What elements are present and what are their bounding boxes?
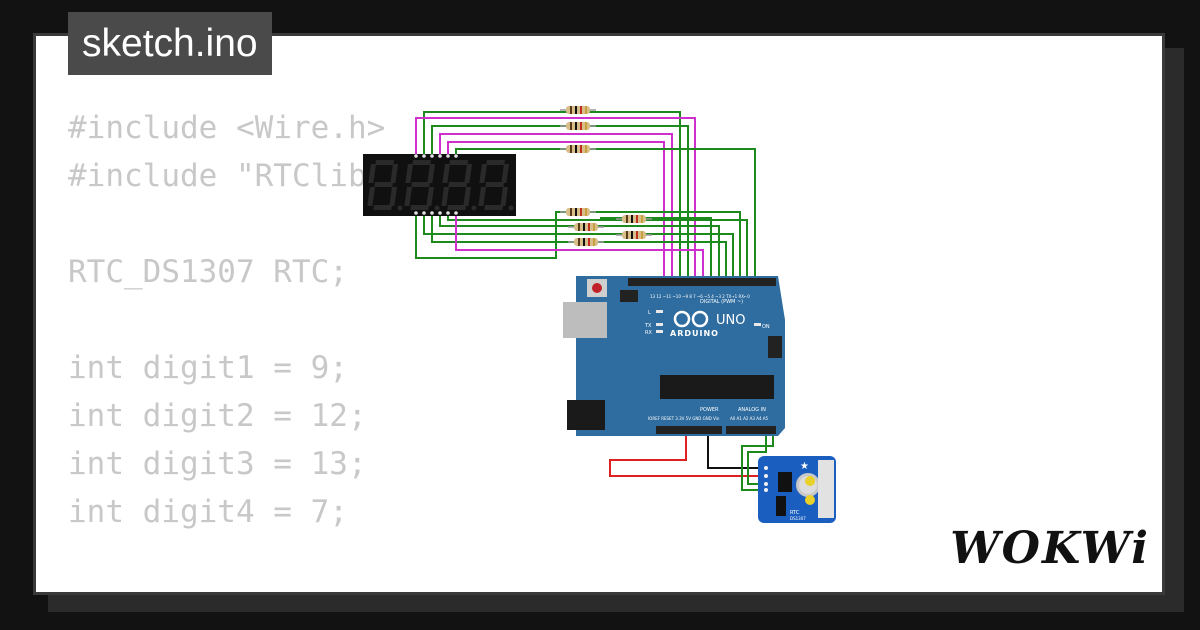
power-label: POWER: [700, 407, 719, 413]
arduino-logo: [673, 310, 709, 328]
resistor: [560, 145, 596, 153]
pin: [438, 211, 442, 215]
pin: [430, 154, 434, 158]
led-l-label: L: [648, 310, 651, 316]
digital-header: [628, 278, 776, 286]
wire-green-1: [423, 111, 681, 280]
code-line: #include <Wire.h>: [68, 110, 386, 146]
digital-label: DIGITAL (PWM ~): [700, 299, 743, 305]
rtc-ds1307-module: ★ RTC DS1307: [758, 456, 836, 523]
resistor: [560, 122, 596, 130]
on-label: ON: [762, 324, 770, 330]
led-rx-label: RX: [645, 330, 652, 336]
atmega-chip: [660, 375, 774, 399]
seven-segment-display: [363, 154, 516, 216]
led-tx-label: TX: [644, 323, 652, 329]
dc-jack: [567, 400, 605, 430]
code-line: int digit3 = 13;: [68, 446, 367, 482]
analog-header: [726, 426, 776, 434]
wire-red-5v: [609, 432, 768, 477]
pin: [414, 154, 418, 158]
code-preview: #include <Wire.h>#include "RTClib.h"RTC_…: [68, 104, 423, 592]
wire-green-5: [423, 213, 734, 280]
code-line: int segA = 10;: [68, 584, 423, 592]
resistor: [616, 215, 652, 223]
pin: [414, 211, 418, 215]
wire-green-3: [455, 148, 756, 280]
filename-tab: sketch.ino: [68, 12, 272, 75]
pin: [438, 154, 442, 158]
pin: [454, 154, 458, 158]
usb-port: [563, 302, 607, 338]
rtc-chip-label: DS1307: [790, 516, 806, 521]
resistors: [560, 106, 652, 246]
wire-green-scl: [741, 432, 774, 491]
display-digits: [367, 160, 514, 211]
resistor: [568, 238, 604, 246]
resistor: [560, 106, 596, 114]
pin: [422, 154, 426, 158]
analog-label: ANALOG IN: [738, 407, 766, 413]
pin: [446, 154, 450, 158]
wire-magenta-4: [455, 213, 704, 280]
code-line: RTC_DS1307 RTC;: [68, 254, 348, 290]
star-icon: ★: [800, 461, 809, 472]
wire-magenta-2: [439, 133, 673, 280]
power-pin-labels: IOREF RESET 3.3V 5V GND GND Vin: [648, 416, 720, 421]
code-line: int digit4 = 7;: [68, 494, 348, 530]
wire-magenta-1: [415, 117, 696, 280]
power-header: [656, 426, 722, 434]
wire-green-8: [447, 213, 748, 280]
pin: [454, 211, 458, 215]
pin: [422, 211, 426, 215]
pin: [430, 211, 434, 215]
code-line: int digit2 = 12;: [68, 398, 367, 434]
pin: [446, 211, 450, 215]
digit: [478, 160, 514, 211]
display-pins: [414, 154, 458, 215]
resistor: [560, 208, 596, 216]
resistor: [616, 231, 652, 239]
digit: [404, 160, 440, 211]
wokwi-logo: WOKWi: [950, 523, 1150, 574]
code-line: int digit1 = 9;: [68, 350, 348, 386]
board-brand: ARDUINO: [670, 329, 719, 338]
board-model: UNO: [716, 313, 745, 328]
analog-pin-labels: A0 A1 A2 A3 A4 A5: [730, 416, 769, 421]
resistor: [568, 223, 604, 231]
digital-pin-labels: 13 12 ~11 ~10 ~9 8 7 ~6 ~5 4 ~3 2 TX→1 R…: [650, 294, 750, 299]
rtc-chip: [778, 472, 792, 492]
digit: [367, 160, 403, 211]
rtc-label: RTC: [790, 510, 800, 516]
digit: [441, 160, 477, 211]
arduino-uno: UNO ARDUINO DIGITAL (PWM ~) 13 12 ~11 ~1…: [563, 276, 785, 436]
